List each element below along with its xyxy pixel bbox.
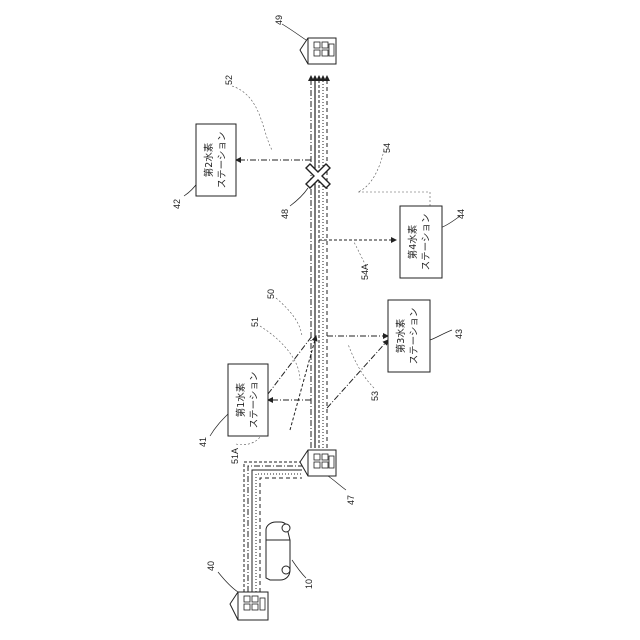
leader-47 — [328, 476, 346, 490]
ref-50: 50 — [266, 289, 276, 299]
blockage-mark — [306, 164, 330, 188]
ref-10: 10 — [304, 579, 314, 589]
leader-52 — [232, 86, 272, 150]
building-49-icon — [300, 38, 336, 64]
ref-42: 42 — [172, 199, 182, 209]
ref-47: 47 — [346, 495, 356, 505]
ref-54: 54 — [382, 143, 392, 153]
ref-52: 52 — [224, 75, 234, 85]
return-from-station-1 — [268, 336, 312, 394]
station-1-label-line-2: ステーション — [249, 372, 260, 429]
leader-53 — [348, 344, 374, 388]
station-1: 第1水素 ステーション — [228, 364, 268, 436]
ref-40: 40 — [206, 561, 216, 571]
leader-43 — [430, 330, 452, 340]
detour-route-50 — [290, 336, 316, 430]
vehicle-icon — [266, 522, 290, 580]
ref-49: 49 — [274, 15, 284, 25]
ref-51: 51 — [250, 317, 260, 327]
ref-53: 53 — [370, 391, 380, 401]
leader-50 — [276, 298, 302, 336]
station-3-label-line-1: 第3水素 — [395, 318, 407, 353]
leader-54a — [354, 242, 366, 266]
leader-41 — [210, 414, 228, 436]
leader-54 — [358, 150, 384, 192]
leader-40 — [218, 572, 238, 592]
ref-54a: 54A — [360, 264, 370, 280]
ref-48: 48 — [280, 209, 290, 219]
station-4-label-line-1: 第4水素 — [407, 224, 419, 259]
leader-49 — [282, 24, 306, 40]
building-47-icon — [300, 450, 336, 476]
ref-43: 43 — [454, 329, 464, 339]
station-2: 第2水素 ステーション — [196, 124, 236, 196]
station-4: 第4水素 ステーション — [400, 206, 442, 278]
route-trunk-47-to-49 — [311, 76, 327, 448]
building-40-icon — [230, 592, 268, 620]
station-3-label-line-2: ステーション — [409, 308, 420, 365]
leader-48 — [290, 188, 308, 206]
station-3: 第3水素 ステーション — [388, 300, 430, 372]
station-2-label-line-2: ステーション — [217, 132, 228, 189]
ref-41: 41 — [198, 437, 208, 447]
ref-44: 44 — [456, 209, 466, 219]
station-2-label-line-1: 第2水素 — [203, 142, 215, 177]
leader-10 — [292, 560, 306, 578]
ref-51a: 51A — [230, 448, 240, 464]
main-route — [244, 76, 327, 592]
station-4-label-line-2: ステーション — [421, 214, 432, 271]
station-1-label-line-1: 第1水素 — [235, 382, 247, 417]
